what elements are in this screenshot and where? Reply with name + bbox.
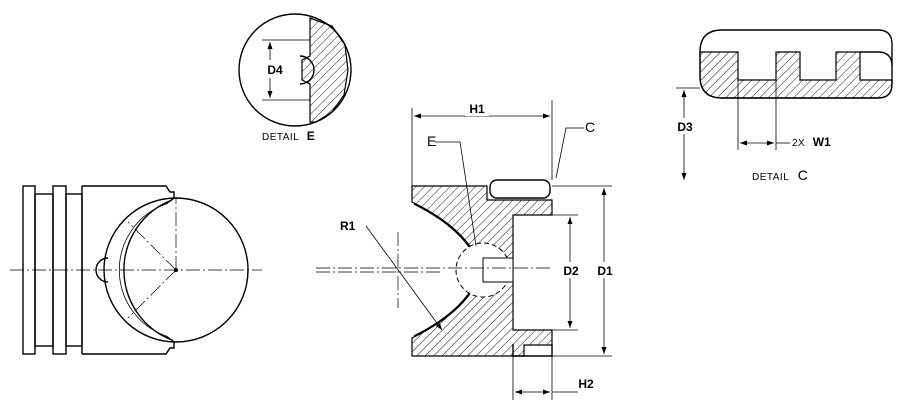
pin-bore-notch [95,257,109,283]
w1-prefix: 2X [792,138,805,149]
ring-groove-bottom [512,344,553,357]
detail-e-view: D4 DETAIL E [238,13,352,144]
detail-e-circle [238,13,352,127]
detail-e-caption-prefix: DETAIL [262,132,299,143]
c-leader-line [555,127,584,179]
h1-label: H1 [469,102,485,116]
d4-label-bg [262,60,290,78]
r1-leader-line [365,225,443,331]
bowl-center-point [174,268,178,272]
piston-side-view [10,185,262,355]
e-label: E [427,133,436,149]
d2-label-bg [558,262,584,278]
radial-line-2 [127,269,177,319]
detail-e-section [301,17,349,123]
d3-label-bg [672,118,698,134]
h1-label-bg [465,102,489,116]
bowl-inner-arc-2 [119,203,167,337]
detail-e-notch [299,55,315,85]
detail-c-caption: DETAIL C [752,167,808,184]
piston-body-outline [81,185,175,355]
r1-label: R1 [340,219,356,233]
d1-label: D1 [597,264,613,278]
c-label: C [585,119,595,135]
detail-c-view: D3 2X W1 DETAIL C [672,29,893,184]
detail-e-caption-letter: E [307,129,315,143]
h2-label: H2 [578,377,594,391]
detail-e-caption: DETAIL E [262,127,315,144]
radial-line-1 [127,221,177,271]
w1-label: W1 [813,135,831,149]
e-leader-line [435,141,477,247]
d2-label: D2 [563,264,579,278]
d3-label: D3 [677,120,693,134]
w1-label-group: 2X W1 [792,133,831,150]
ring-groove-top-outline [489,179,551,199]
d1-label-bg [592,262,618,278]
piston-section-view: H1 E C R1 D2 D1 H2 [316,100,618,400]
section-bowl-void [414,204,480,336]
d4-label: D4 [267,63,283,77]
bowl-inner-arc [123,199,173,341]
pin-hole-slot [482,257,514,283]
detail-c-caption-prefix: DETAIL [752,172,789,183]
detail-c-section [699,51,893,99]
detail-c-caption-letter: C [798,167,808,183]
detail-c-top-edge [860,51,893,67]
